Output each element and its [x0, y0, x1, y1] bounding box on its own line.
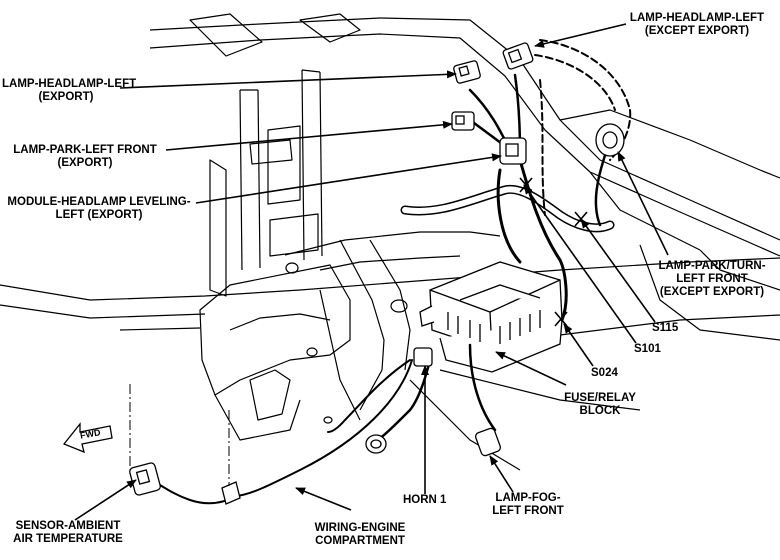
vehicle-structure — [0, 13, 780, 471]
callout-park-front-export-line2: (EXPORT) — [57, 157, 113, 169]
horn-connector — [413, 347, 433, 367]
callout-leveling-module-line1: MODULE-HEADLAMP LEVELING- — [7, 196, 191, 208]
centerlines — [129, 384, 230, 486]
callout-fuse-relay-block: FUSE/RELAY BLOCK — [548, 392, 652, 418]
connectors — [129, 42, 625, 505]
callout-park-turn-line1: LAMP-PARK/TURN- — [658, 260, 766, 272]
callout-fuse-relay-block-line1: FUSE/RELAY — [564, 392, 636, 404]
callout-wiring-engine-line2: COMPARTMENT — [315, 535, 405, 547]
engine-wiring-connector — [365, 434, 387, 454]
callout-fog-lamp: LAMP-FOG- LEFT FRONT — [474, 492, 582, 518]
headlamp-except-export-connector — [502, 42, 534, 70]
park-turn-connector — [595, 123, 625, 157]
callout-headlamp-export: LAMP-HEADLAMP-LEFT (EXPORT) — [2, 78, 137, 104]
fuse-relay-block-illustration — [419, 261, 563, 373]
park-front-export-connector — [451, 111, 475, 131]
callout-wiring-engine: WIRING-ENGINE COMPARTMENT — [296, 522, 424, 548]
callout-horn: HORN 1 — [403, 494, 447, 506]
callout-leveling-module-line2: LEFT (EXPORT) — [55, 209, 143, 221]
callout-leveling-module: MODULE-HEADLAMP LEVELING- LEFT (EXPORT) — [4, 196, 194, 222]
fwd-arrow-icon — [62, 422, 113, 454]
callout-park-front-export-line1: LAMP-PARK-LEFT FRONT — [13, 144, 157, 156]
callout-wiring-engine-line1: WIRING-ENGINE — [314, 522, 406, 534]
callout-ambient-sensor-line1: SENSOR-AMBIENT — [15, 520, 121, 532]
callout-park-turn: LAMP-PARK/TURN- LEFT FRONT (EXCEPT EXPOR… — [650, 260, 774, 299]
callout-headlamp-except-export: LAMP-HEADLAMP-LEFT (EXCEPT EXPORT) — [624, 12, 770, 38]
callout-fog-lamp-line1: LAMP-FOG- — [495, 492, 561, 504]
leader-lines — [74, 23, 669, 521]
callout-headlamp-except-export-line2: (EXCEPT EXPORT) — [644, 25, 750, 37]
leveling-module-connector — [499, 137, 527, 165]
clip-fastener — [221, 481, 241, 505]
callout-park-turn-line3: (EXCEPT EXPORT) — [659, 286, 765, 298]
callout-headlamp-export-line1: LAMP-HEADLAMP-LEFT — [2, 78, 137, 90]
callout-fuse-relay-block-line2: BLOCK — [579, 405, 621, 417]
callout-headlamp-export-line2: (EXPORT) — [38, 91, 94, 103]
callout-s115: S115 — [652, 322, 679, 334]
callout-fog-lamp-line2: LEFT FRONT — [492, 505, 564, 517]
callout-park-front-export: LAMP-PARK-LEFT FRONT (EXPORT) — [10, 144, 160, 170]
headlamp-export-connector — [453, 60, 481, 84]
callout-s101: S101 — [634, 343, 661, 355]
callout-park-turn-line2: LEFT FRONT — [676, 273, 748, 285]
fog-connector — [474, 427, 502, 457]
callout-ambient-sensor-line2: AIR TEMPERATURE — [13, 533, 123, 545]
callout-ambient-sensor: SENSOR-AMBIENT AIR TEMPERATURE — [2, 520, 134, 546]
ambient-sensor — [129, 462, 161, 496]
callout-headlamp-except-export-line1: LAMP-HEADLAMP-LEFT — [629, 12, 765, 24]
callout-s024: S024 — [591, 367, 618, 379]
